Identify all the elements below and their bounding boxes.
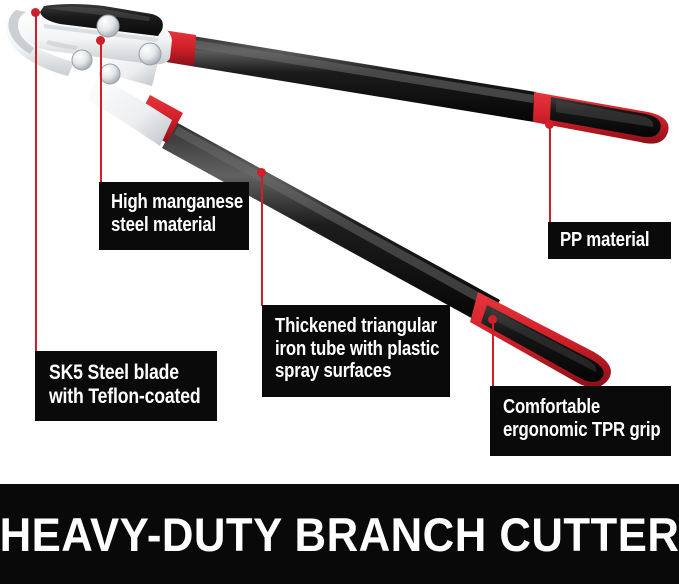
- leader-line-sk5: [35, 12, 37, 352]
- callout-tpr-line-2: ergonomic TPR grip: [503, 418, 661, 441]
- bottom-banner: HEAVY-DUTY BRANCH CUTTER: [0, 484, 679, 584]
- product-illustration: [5, 4, 669, 388]
- callout-comfortable-ergonomic-tpr-grip: Comfortable ergonomic TPR grip: [490, 386, 671, 456]
- callout-sk5-line-1: SK5 Steel blade: [49, 361, 179, 384]
- leader-line-manganese: [100, 40, 102, 183]
- callout-sk5-line-2: with Teflon-coated: [49, 384, 201, 408]
- upper-handle-grip: [533, 92, 669, 144]
- leader-line-tpr: [492, 319, 494, 387]
- leader-line-pp: [549, 124, 551, 223]
- lower-handle-tube: [162, 122, 500, 326]
- callout-sk5-steel-blade: SK5 Steel blade with Teflon-coated: [35, 351, 217, 421]
- callout-thickened-triangular-iron-tube: Thickened triangular iron tube with plas…: [262, 305, 450, 397]
- callout-tube-line-2: iron tube with plastic: [275, 337, 440, 360]
- callout-high-manganese-steel: High manganese steel material: [99, 182, 249, 250]
- callout-tube-line-1: Thickened triangular: [275, 315, 437, 337]
- leader-line-tube: [261, 172, 263, 306]
- lower-handle-grip: [470, 292, 611, 388]
- callout-tube-line-3: spray surfaces: [275, 360, 392, 383]
- leader-dot-manganese: [96, 36, 105, 45]
- leader-dot-sk5: [31, 8, 40, 17]
- upper-handle-tube: [166, 32, 536, 122]
- leader-dot-tube: [257, 168, 266, 177]
- leader-dot-pp: [545, 120, 554, 129]
- leader-dot-tpr: [488, 315, 497, 324]
- callout-pp-line-1: PP material: [560, 229, 650, 251]
- callout-pp-material: PP material: [548, 222, 671, 259]
- callout-manganese-line-2: steel material: [111, 213, 217, 236]
- callout-tpr-line-1: Comfortable: [503, 396, 601, 418]
- callout-manganese-line-1: High manganese: [111, 191, 244, 213]
- cutter-head: [5, 4, 172, 146]
- banner-title: HEAVY-DUTY BRANCH CUTTER: [0, 507, 679, 561]
